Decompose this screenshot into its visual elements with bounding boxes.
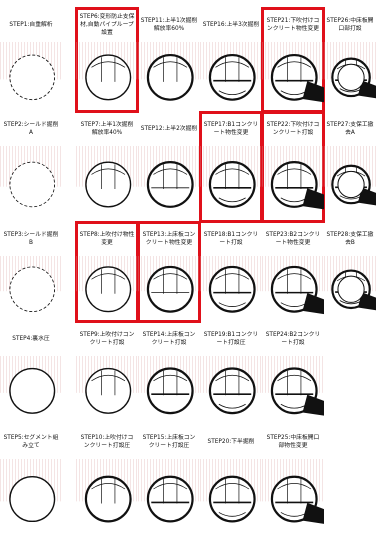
step-panel: STEP19:B1コンクリート打設圧 <box>200 322 262 425</box>
tunnel-section-drawing <box>138 459 200 536</box>
step-label: STEP16:上半3次掘削 <box>200 8 262 42</box>
step-label: STEP3:シールド掘削B <box>0 222 62 256</box>
step-label: STEP2:シールド掘削A <box>0 112 62 146</box>
tunnel-section-drawing <box>324 42 376 110</box>
step-label: STEP19:B1コンクリート打設圧 <box>200 322 262 356</box>
tunnel-section-drawing <box>262 256 324 320</box>
step-panel: STEP10:上吹付けコンクリート打設圧 <box>76 425 138 538</box>
step-label: STEP9:上吹付けコンクリート打設 <box>76 322 138 356</box>
tunnel-section-drawing <box>262 459 324 536</box>
step-label: STEP23:B2コンクリート物性変更 <box>262 222 324 256</box>
step-panel: STEP11:上半1次掘削解放率60% <box>138 8 200 112</box>
tunnel-section-drawing <box>138 256 200 320</box>
step-panel: STEP16:上半3次掘削 <box>200 8 262 112</box>
tunnel-section-drawing <box>324 256 376 320</box>
step-label: STEP26:中床板開口部打設 <box>324 8 376 42</box>
step-panel: STEP20:下半掘削 <box>200 425 262 538</box>
step-panel: STEP15:上床板コンクリート打設圧 <box>138 425 200 538</box>
tunnel-section-drawing <box>138 356 200 423</box>
step-panel: STEP23:B2コンクリート物性変更 <box>262 222 324 322</box>
tunnel-section-drawing <box>262 146 324 220</box>
step-panel: STEP14:上床板コンクリート打設 <box>138 322 200 425</box>
step-panel: STEP26:中床板開口部打設 <box>324 8 376 112</box>
step-label: STEP11:上半1次掘削解放率60% <box>138 8 200 42</box>
step-panel: STEP7:上半1次掘削解放率40% <box>76 112 138 222</box>
step-label: STEP15:上床板コンクリート打設圧 <box>138 425 200 459</box>
step-panel: STEP18:B1コンクリート打設 <box>200 222 262 322</box>
step-label: STEP27:支保工撤去A <box>324 112 376 146</box>
step-label: STEP6:変形防止支保材,自動パイプループ設置 <box>76 8 138 42</box>
tunnel-section-drawing <box>76 146 138 220</box>
step-panel: STEP12:上半2次掘削 <box>138 112 200 222</box>
step-label: STEP5:セグメント組み立て <box>0 425 62 459</box>
step-panel: STEP6:変形防止支保材,自動パイプループ設置 <box>76 8 138 112</box>
step-label: STEP7:上半1次掘削解放率40% <box>76 112 138 146</box>
step-label: STEP18:B1コンクリート打設 <box>200 222 262 256</box>
tunnel-section-drawing <box>138 146 200 220</box>
tunnel-section-drawing <box>76 356 138 423</box>
tunnel-section-drawing <box>262 42 324 110</box>
step-panel: STEP13:上床板コンクリート物性変更 <box>138 222 200 322</box>
tunnel-section-drawing <box>0 146 62 220</box>
tunnel-section-drawing <box>76 459 138 536</box>
step-label: STEP21:下吹付けコンクリート物性変更 <box>262 8 324 42</box>
tunnel-section-drawing <box>0 459 62 536</box>
tunnel-section-drawing <box>76 256 138 320</box>
step-panel: STEP27:支保工撤去A <box>324 112 376 222</box>
tunnel-section-drawing <box>324 146 376 220</box>
step-label: STEP25:中床板開口部物性変更 <box>262 425 324 459</box>
step-label: STEP8:上吹付け物性変更 <box>76 222 138 256</box>
step-panel: STEP21:下吹付けコンクリート物性変更 <box>262 8 324 112</box>
step-label: STEP17:B1コンクリート物性変更 <box>200 112 262 146</box>
step-panel: STEP8:上吹付け物性変更 <box>76 222 138 322</box>
tunnel-section-drawing <box>200 146 262 220</box>
step-label: STEP13:上床板コンクリート物性変更 <box>138 222 200 256</box>
step-label: STEP4:裏水圧 <box>0 322 62 356</box>
step-label: STEP14:上床板コンクリート打設 <box>138 322 200 356</box>
tunnel-section-drawing <box>200 256 262 320</box>
tunnel-section-drawing <box>138 42 200 110</box>
step-label: STEP20:下半掘削 <box>200 425 262 459</box>
step-panel: STEP5:セグメント組み立て <box>0 425 62 538</box>
tunnel-section-drawing <box>200 42 262 110</box>
step-panel: STEP9:上吹付けコンクリート打設 <box>76 322 138 425</box>
step-panel: STEP2:シールド掘削A <box>0 112 62 222</box>
tunnel-section-drawing <box>76 42 138 110</box>
step-panel: STEP17:B1コンクリート物性変更 <box>200 112 262 222</box>
step-label: STEP28:支保工撤去B <box>324 222 376 256</box>
step-label: STEP22:下吹付けコンクリート打設 <box>262 112 324 146</box>
step-label: STEP1:自重解析 <box>0 8 62 42</box>
tunnel-section-drawing <box>200 356 262 423</box>
step-panel: STEP28:支保工撤去B <box>324 222 376 322</box>
step-label: STEP10:上吹付けコンクリート打設圧 <box>76 425 138 459</box>
tunnel-section-drawing <box>262 356 324 423</box>
tunnel-section-drawing <box>200 459 262 536</box>
step-panel: STEP25:中床板開口部物性変更 <box>262 425 324 538</box>
step-panel: STEP4:裏水圧 <box>0 322 62 425</box>
step-label: STEP12:上半2次掘削 <box>138 112 200 146</box>
step-panel: STEP22:下吹付けコンクリート打設 <box>262 112 324 222</box>
tunnel-section-drawing <box>0 42 62 110</box>
step-panel: STEP3:シールド掘削B <box>0 222 62 322</box>
step-panel: STEP1:自重解析 <box>0 8 62 112</box>
tunnel-section-drawing <box>0 356 62 423</box>
step-panel: STEP24:B2コンクリート打設 <box>262 322 324 425</box>
tunnel-section-drawing <box>0 256 62 320</box>
step-label: STEP24:B2コンクリート打設 <box>262 322 324 356</box>
